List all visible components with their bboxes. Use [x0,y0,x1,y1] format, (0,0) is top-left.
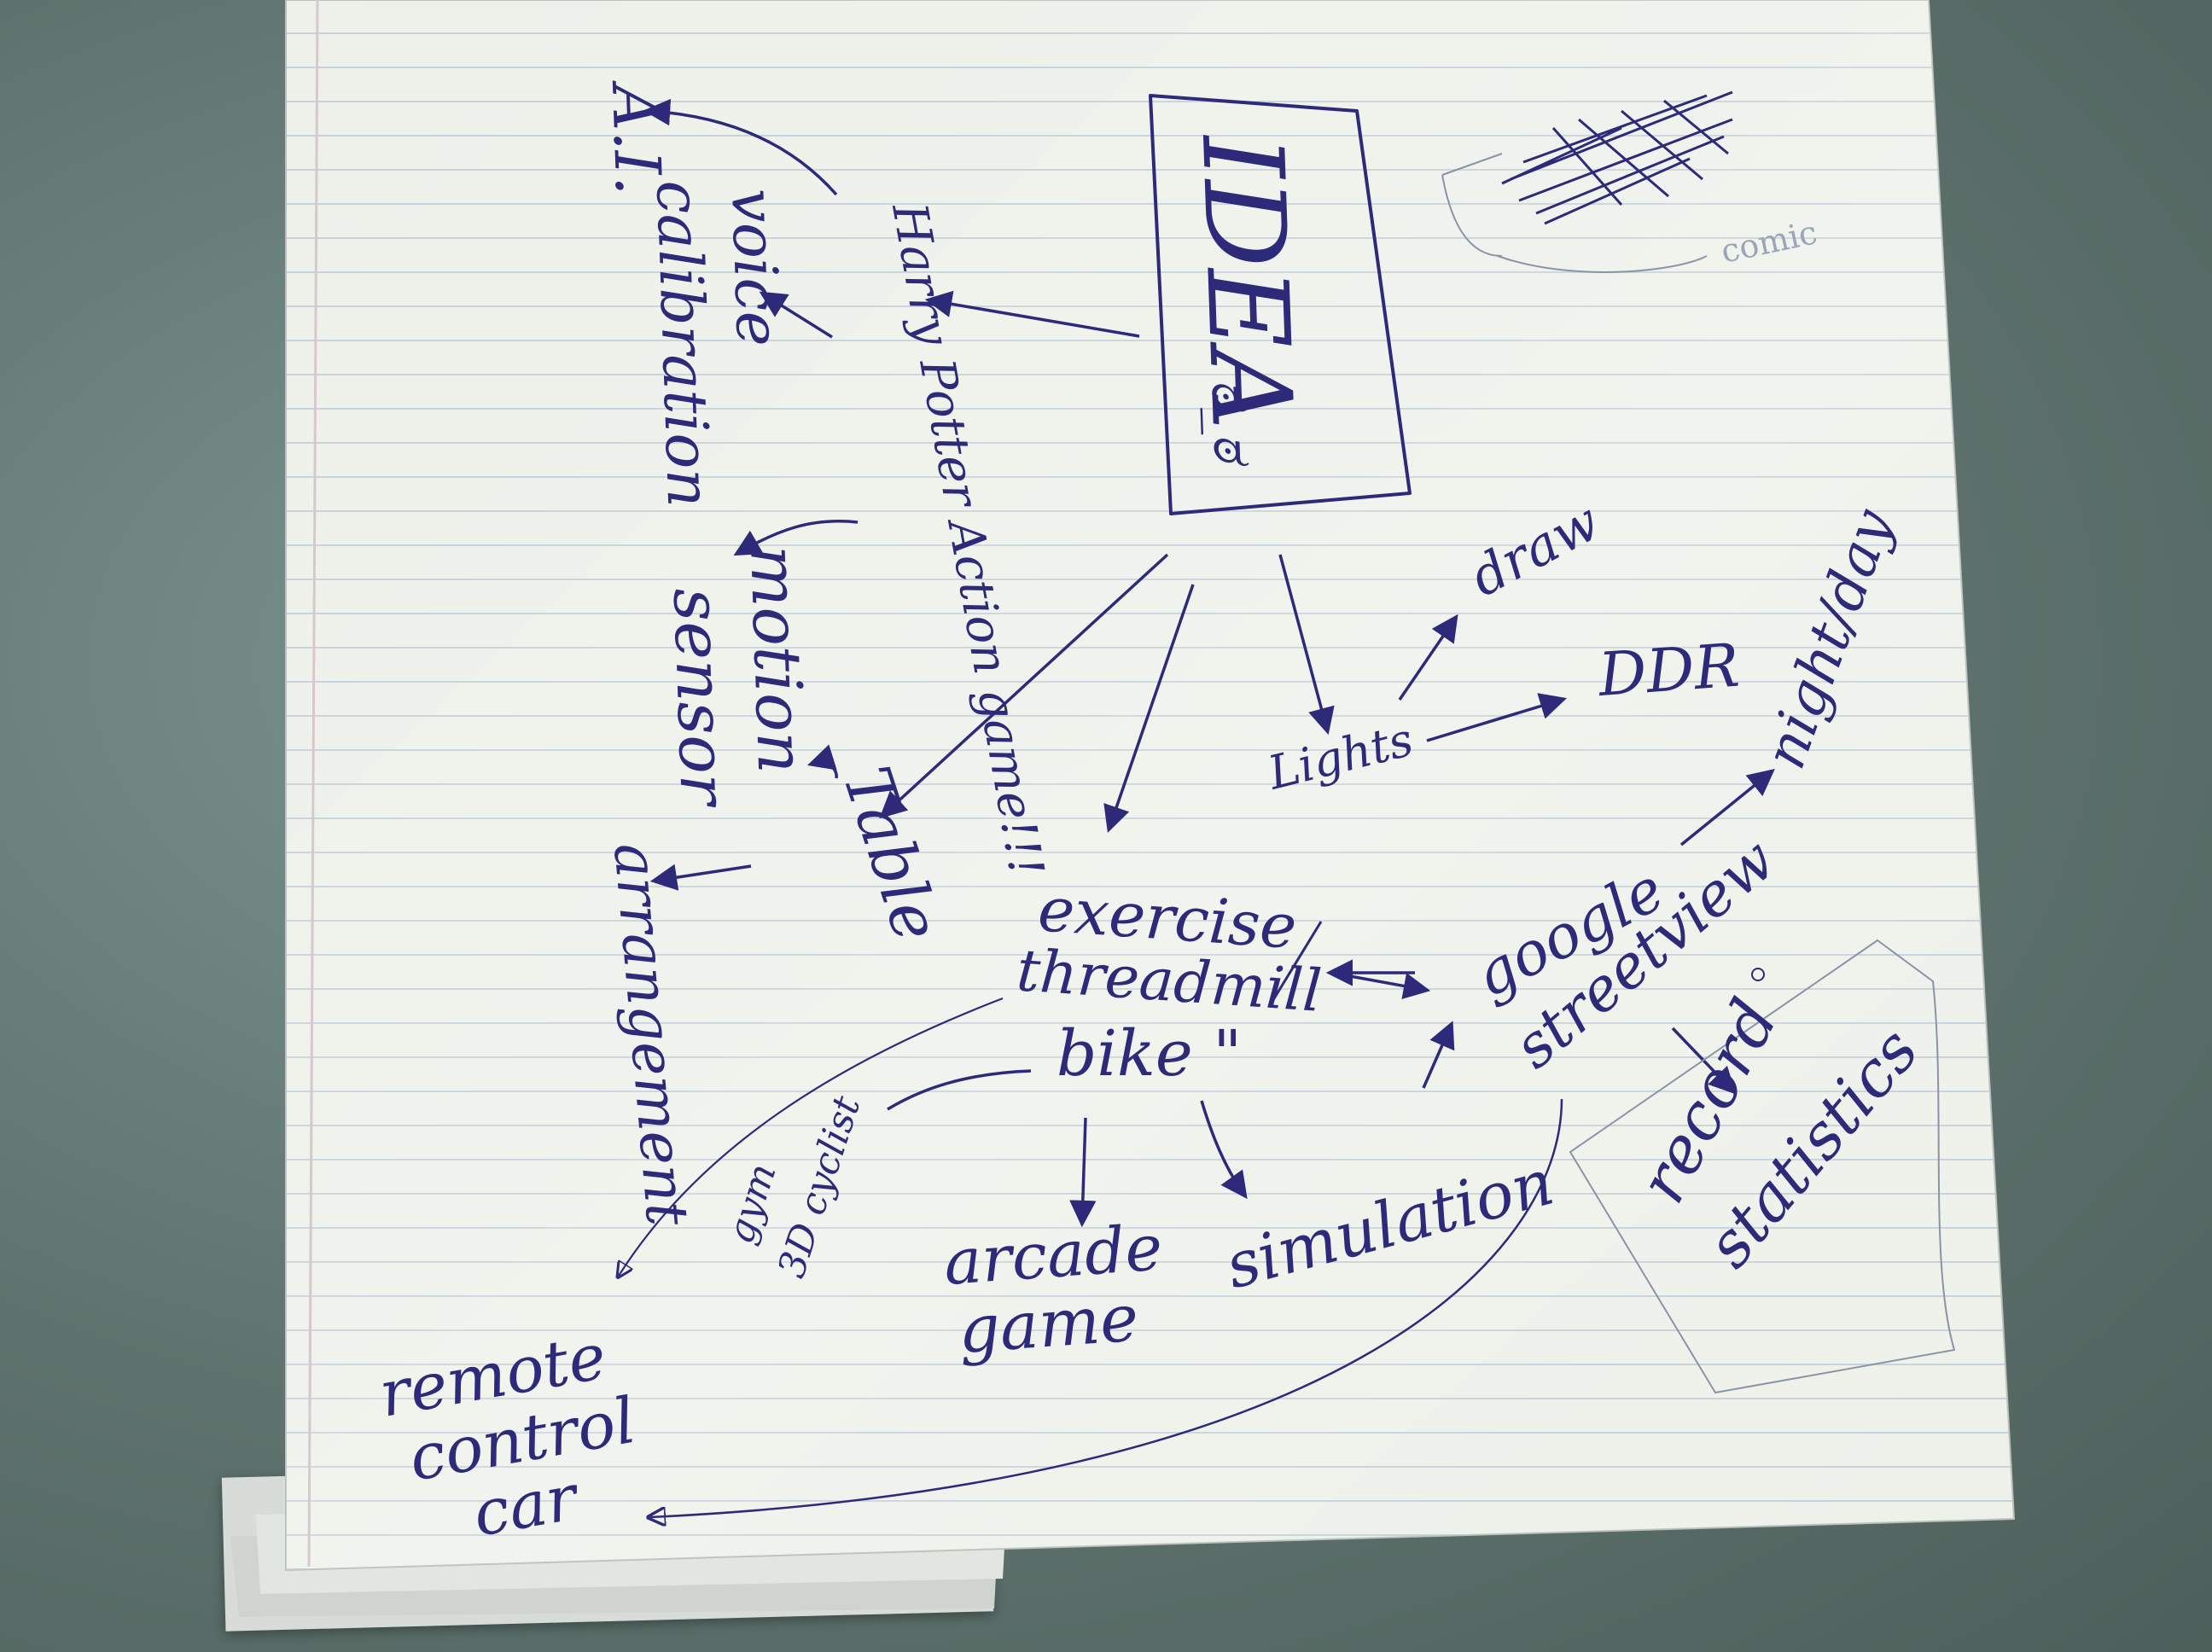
ddr-label: DDR [1594,631,1741,710]
bike-label: bike " [1057,1017,1242,1091]
arrow-set [619,98,1775,1517]
idea-box [1149,94,1412,515]
ai-label: A.I. [597,79,675,197]
idea-label: IDEA [1177,131,1317,431]
record-box [1569,939,1956,1394]
dot-doodle [1751,968,1765,981]
sensor-label: sensor [659,587,742,811]
car-label: car [468,1460,586,1550]
face-doodle: ಠ_ಠ [1199,378,1265,468]
game-label: game [956,1279,1141,1368]
calibration-label: calibration [643,179,724,509]
scribble-drawing [1441,90,1733,273]
voice-label: voice [718,188,793,347]
arcade-label: arcade [941,1211,1165,1300]
motion-label: motion [736,544,819,775]
